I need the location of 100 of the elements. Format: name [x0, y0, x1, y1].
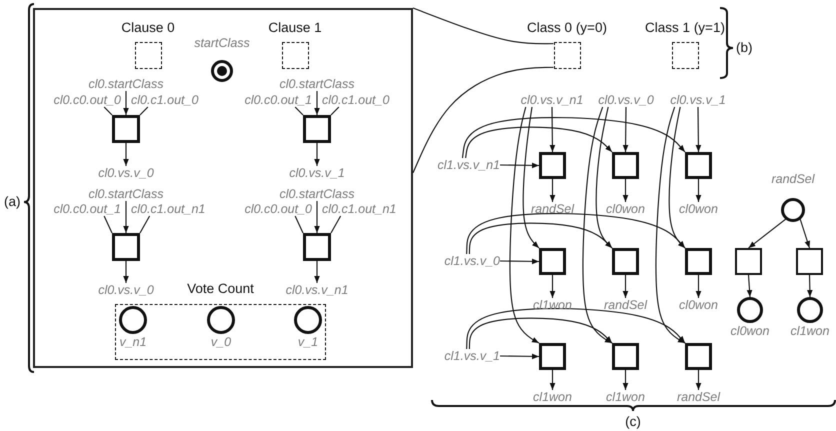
arrow	[596, 106, 612, 248]
arrow	[800, 218, 810, 248]
square-node	[539, 343, 566, 370]
variable-label: cl0.startClass	[279, 187, 355, 201]
arrow	[500, 354, 539, 360]
square-node	[685, 343, 712, 370]
square-node	[685, 248, 712, 275]
panel-frame	[33, 8, 413, 368]
variable-label: cl0.startClass	[88, 77, 164, 91]
variable-label: cl0.vs.v_1	[289, 166, 345, 180]
group-heading: Vote Count	[187, 281, 254, 297]
arrow	[655, 106, 686, 344]
variable-label: cl0.c1.out_0	[322, 93, 390, 107]
arrow	[123, 143, 129, 166]
variable-label: v_0	[210, 335, 232, 349]
arrow	[582, 106, 612, 344]
variable-label: cl1.vs.v_n1	[437, 158, 500, 172]
arrow	[550, 275, 556, 298]
connector-line	[104, 106, 112, 116]
connector-line	[412, 66, 554, 174]
arrow	[468, 222, 612, 254]
arrow	[696, 179, 702, 202]
arrow	[550, 107, 556, 152]
arrow	[550, 179, 556, 202]
square-node	[112, 115, 140, 143]
square-node	[685, 152, 712, 179]
variable-label: cl0.vs.v_0	[98, 166, 154, 180]
arrow	[500, 162, 539, 168]
variable-label: cl0.c0.out_1	[54, 202, 121, 216]
arrow	[748, 218, 786, 248]
variable-label: cl0.c1.out_n1	[131, 202, 206, 216]
arrow	[746, 274, 752, 298]
square-node	[112, 233, 140, 261]
square-node	[539, 248, 566, 275]
variable-label: cl0.c0.out_0	[54, 93, 121, 107]
square-node	[612, 248, 639, 275]
arrow	[466, 308, 686, 350]
variable-label: cl0.c0.out_1	[244, 93, 312, 107]
variable-label: cl0won	[606, 202, 645, 216]
connector-line	[140, 216, 150, 234]
arrow	[314, 91, 320, 115]
arrow	[500, 258, 539, 264]
arrow	[696, 275, 702, 298]
box-heading: Clause 0	[121, 20, 175, 36]
arrow	[465, 126, 612, 158]
variable-label: cl1won	[533, 390, 572, 404]
variable-label: cl0.startClass	[88, 187, 164, 201]
arrow	[314, 143, 320, 166]
variable-label: cl0won	[679, 298, 718, 312]
variable-label: cl0won	[679, 202, 718, 216]
box-heading: Clause 1	[268, 20, 322, 36]
connector-line	[140, 106, 148, 116]
arrow	[622, 179, 628, 202]
panel-label: (c)	[625, 414, 641, 430]
arrow	[668, 106, 686, 248]
variable-label: randSel	[530, 202, 574, 216]
panel-label: (a)	[4, 194, 20, 210]
arrow	[622, 275, 628, 298]
square-node	[612, 343, 639, 370]
variable-label: cl0.vs.v_1	[670, 93, 726, 107]
arrow	[807, 274, 813, 298]
variable-label: v_n1	[119, 335, 147, 349]
variable-label: startClass	[194, 36, 250, 50]
variable-label: cl0.c0.out_0	[244, 202, 312, 216]
connector-line	[104, 216, 112, 234]
variable-label: cl0.vs.v_0	[598, 93, 654, 107]
variable-label: cl1won	[606, 390, 645, 404]
connector-line	[412, 7, 554, 44]
variable-label: cl0.vs.v_n1	[286, 283, 348, 297]
variable-label: cl0won	[730, 324, 770, 338]
arrow	[466, 213, 686, 254]
arrow	[462, 117, 686, 158]
panel-label: (b)	[736, 40, 752, 56]
square-node	[796, 248, 823, 275]
box-heading: Class 1 (y=1)	[645, 20, 725, 36]
arrow	[550, 370, 556, 390]
arrow	[696, 370, 702, 390]
variable-label: cl0.c1.out_0	[131, 93, 198, 107]
arrow	[696, 107, 702, 152]
variable-label: randSel	[771, 172, 815, 186]
square-node	[539, 152, 566, 179]
variable-label: cl1won	[790, 324, 830, 338]
variable-label: cl1.vs.v_1	[444, 349, 500, 363]
connector-line	[330, 106, 340, 116]
square-node	[303, 115, 331, 143]
variable-label: cl0.vs.v_0	[98, 283, 154, 297]
arrow	[468, 318, 612, 349]
arrow	[123, 91, 129, 115]
square-node	[303, 233, 331, 261]
variable-label: cl0.startClass	[279, 77, 355, 91]
arrow	[314, 201, 320, 233]
connector-line	[330, 216, 342, 234]
arrow	[509, 106, 540, 344]
arrow	[123, 201, 129, 233]
arrow	[622, 370, 628, 390]
arrow	[123, 261, 129, 283]
arrow	[522, 106, 540, 248]
arrow	[314, 261, 320, 283]
arrow	[622, 107, 628, 152]
box-heading: Class 0 (y=0)	[527, 20, 607, 36]
